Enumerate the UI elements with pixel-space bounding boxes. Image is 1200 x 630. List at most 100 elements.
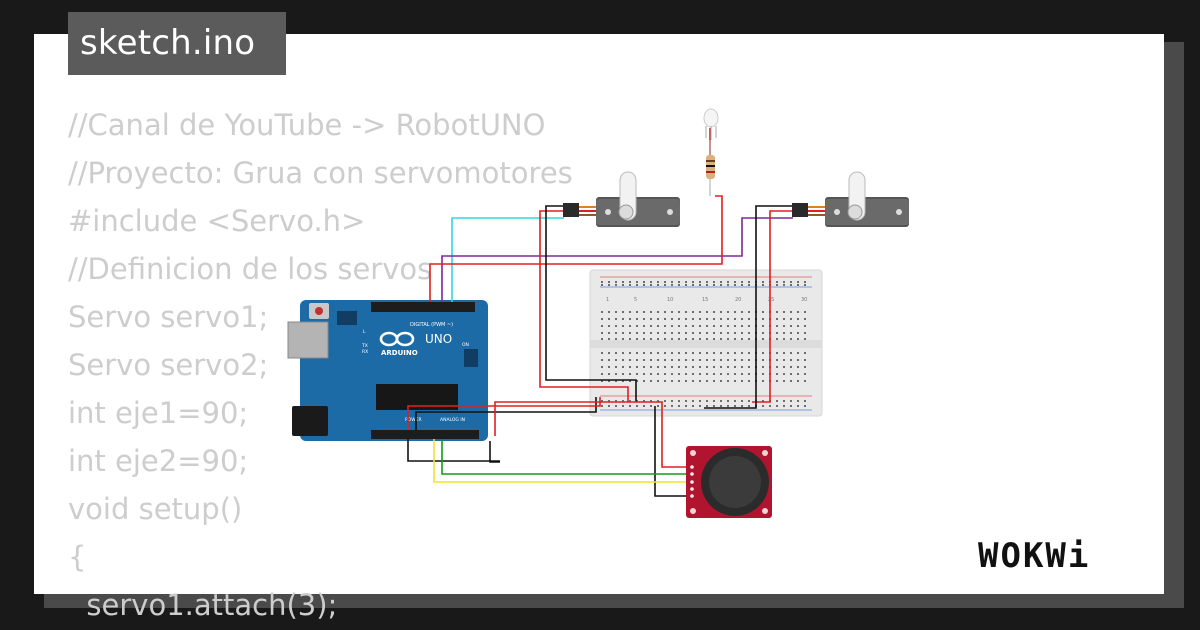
breadboard-hole <box>741 284 743 286</box>
file-tab[interactable]: sketch.ino <box>68 12 286 75</box>
breadboard-hole <box>783 400 785 402</box>
breadboard-hole <box>636 318 638 320</box>
breadboard-hole <box>615 332 617 334</box>
breadboard-hole <box>615 400 617 402</box>
breadboard-hole <box>790 380 792 382</box>
breadboard-hole <box>699 359 701 361</box>
breadboard-hole <box>706 405 708 407</box>
breadboard-hole <box>741 359 743 361</box>
breadboard-hole <box>776 380 778 382</box>
breadboard-hole <box>692 311 694 313</box>
breadboard-hole <box>601 405 603 407</box>
breadboard-hole <box>629 359 631 361</box>
reset-button[interactable] <box>315 307 323 315</box>
breadboard-hole <box>608 338 610 340</box>
breadboard-hole <box>678 318 680 320</box>
breadboard-hole <box>699 284 701 286</box>
breadboard-hole <box>650 400 652 402</box>
breadboard-hole <box>650 318 652 320</box>
wire-green <box>441 439 688 475</box>
breadboard-hole <box>601 366 603 368</box>
breadboard-hole <box>797 332 799 334</box>
breadboard-hole <box>636 332 638 334</box>
breadboard-hole <box>685 352 687 354</box>
breadboard-hole <box>783 318 785 320</box>
breadboard-hole <box>783 284 785 286</box>
resistor[interactable] <box>706 140 715 196</box>
breadboard-hole <box>608 373 610 375</box>
breadboard[interactable]: 1 5 10 15 20 25 30 <box>589 269 823 417</box>
code-line: servo1.attach(3); <box>68 588 338 622</box>
breadboard-hole <box>664 311 666 313</box>
breadboard-hole <box>643 284 645 286</box>
breadboard-hole <box>601 352 603 354</box>
breadboard-hole <box>734 400 736 402</box>
breadboard-hole <box>622 311 624 313</box>
breadboard-hole <box>734 332 736 334</box>
breadboard-hole <box>713 366 715 368</box>
breadboard-hole <box>741 405 743 407</box>
breadboard-hole <box>727 366 729 368</box>
breadboard-hole <box>706 338 708 340</box>
breadboard-hole <box>629 373 631 375</box>
breadboard-hole <box>804 332 806 334</box>
arduino-uno-board[interactable]: UNO ARDUINO DIGITAL (PWM ~) POWER ANALOG… <box>287 300 488 441</box>
breadboard-hole <box>699 366 701 368</box>
breadboard-hole <box>650 284 652 286</box>
breadboard-hole <box>748 332 750 334</box>
breadboard-hole <box>657 281 659 283</box>
breadboard-hole <box>685 405 687 407</box>
breadboard-hole <box>657 284 659 286</box>
breadboard-hole <box>629 325 631 327</box>
breadboard-hole <box>643 366 645 368</box>
breadboard-hole <box>783 311 785 313</box>
breadboard-hole <box>657 366 659 368</box>
breadboard-hole <box>741 352 743 354</box>
breadboard-hole <box>713 325 715 327</box>
breadboard-hole <box>720 352 722 354</box>
breadboard-hole <box>797 318 799 320</box>
tx-label: TX <box>361 343 368 349</box>
breadboard-hole <box>783 380 785 382</box>
breadboard-hole <box>734 366 736 368</box>
breadboard-hole <box>804 373 806 375</box>
breadboard-hole <box>657 338 659 340</box>
rgb-led[interactable] <box>703 108 719 140</box>
breadboard-hole <box>664 352 666 354</box>
breadboard-hole <box>804 318 806 320</box>
breadboard-hole <box>671 332 673 334</box>
breadboard-hole <box>601 380 603 382</box>
breadboard-hole <box>643 373 645 375</box>
breadboard-hole <box>797 366 799 368</box>
breadboard-hole <box>671 338 673 340</box>
breadboard-hole <box>762 311 764 313</box>
breadboard-hole <box>664 284 666 286</box>
breadboard-hole <box>692 373 694 375</box>
breadboard-hole <box>685 400 687 402</box>
breadboard-hole <box>601 338 603 340</box>
breadboard-hole <box>804 352 806 354</box>
breadboard-hole <box>790 281 792 283</box>
breadboard-hole <box>608 380 610 382</box>
breadboard-hole <box>720 325 722 327</box>
breadboard-hole <box>678 405 680 407</box>
board-brand: ARDUINO <box>381 349 418 357</box>
breadboard-hole <box>678 338 680 340</box>
breadboard-hole <box>629 281 631 283</box>
breadboard-hole <box>657 352 659 354</box>
servo-motor-1[interactable] <box>563 171 680 227</box>
analog-joystick[interactable] <box>686 446 772 518</box>
servo-motor-2[interactable] <box>792 171 909 227</box>
breadboard-hole <box>727 284 729 286</box>
breadboard-hole <box>734 311 736 313</box>
breadboard-hole <box>734 284 736 286</box>
breadboard-hole <box>671 366 673 368</box>
breadboard-hole <box>608 400 610 402</box>
breadboard-hole <box>664 332 666 334</box>
breadboard-hole <box>699 281 701 283</box>
breadboard-hole <box>748 359 750 361</box>
breadboard-hole <box>643 281 645 283</box>
wire-yellow <box>433 439 688 483</box>
breadboard-hole <box>608 405 610 407</box>
breadboard-hole <box>636 311 638 313</box>
